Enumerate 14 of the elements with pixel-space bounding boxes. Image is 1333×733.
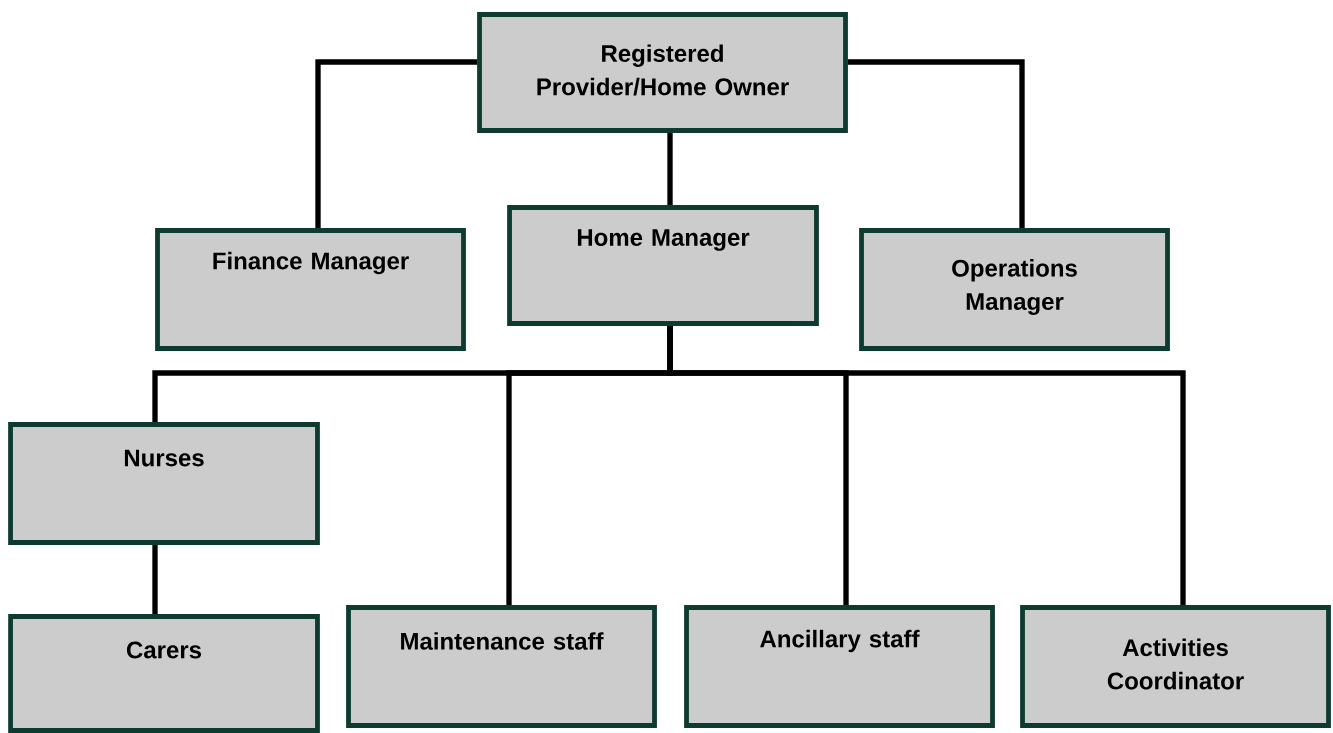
org-box: Activities Coordinator <box>1020 605 1331 728</box>
connector-line <box>667 326 1186 605</box>
org-box: Home Manager <box>507 205 819 326</box>
org-box: Operations Manager <box>859 228 1170 351</box>
org-box: Registered Provider/Home Owner <box>477 12 848 133</box>
org-box: Nurses <box>8 422 320 545</box>
org-box: Ancillary staff <box>684 605 995 728</box>
org-box: Maintenance staff <box>346 605 657 728</box>
org-box: Carers <box>8 614 320 733</box>
connector-line <box>847 59 1025 228</box>
org-box: Finance Manager <box>155 228 466 351</box>
connector-line <box>315 59 478 228</box>
connector-line <box>667 133 673 205</box>
connector-line <box>152 545 158 614</box>
